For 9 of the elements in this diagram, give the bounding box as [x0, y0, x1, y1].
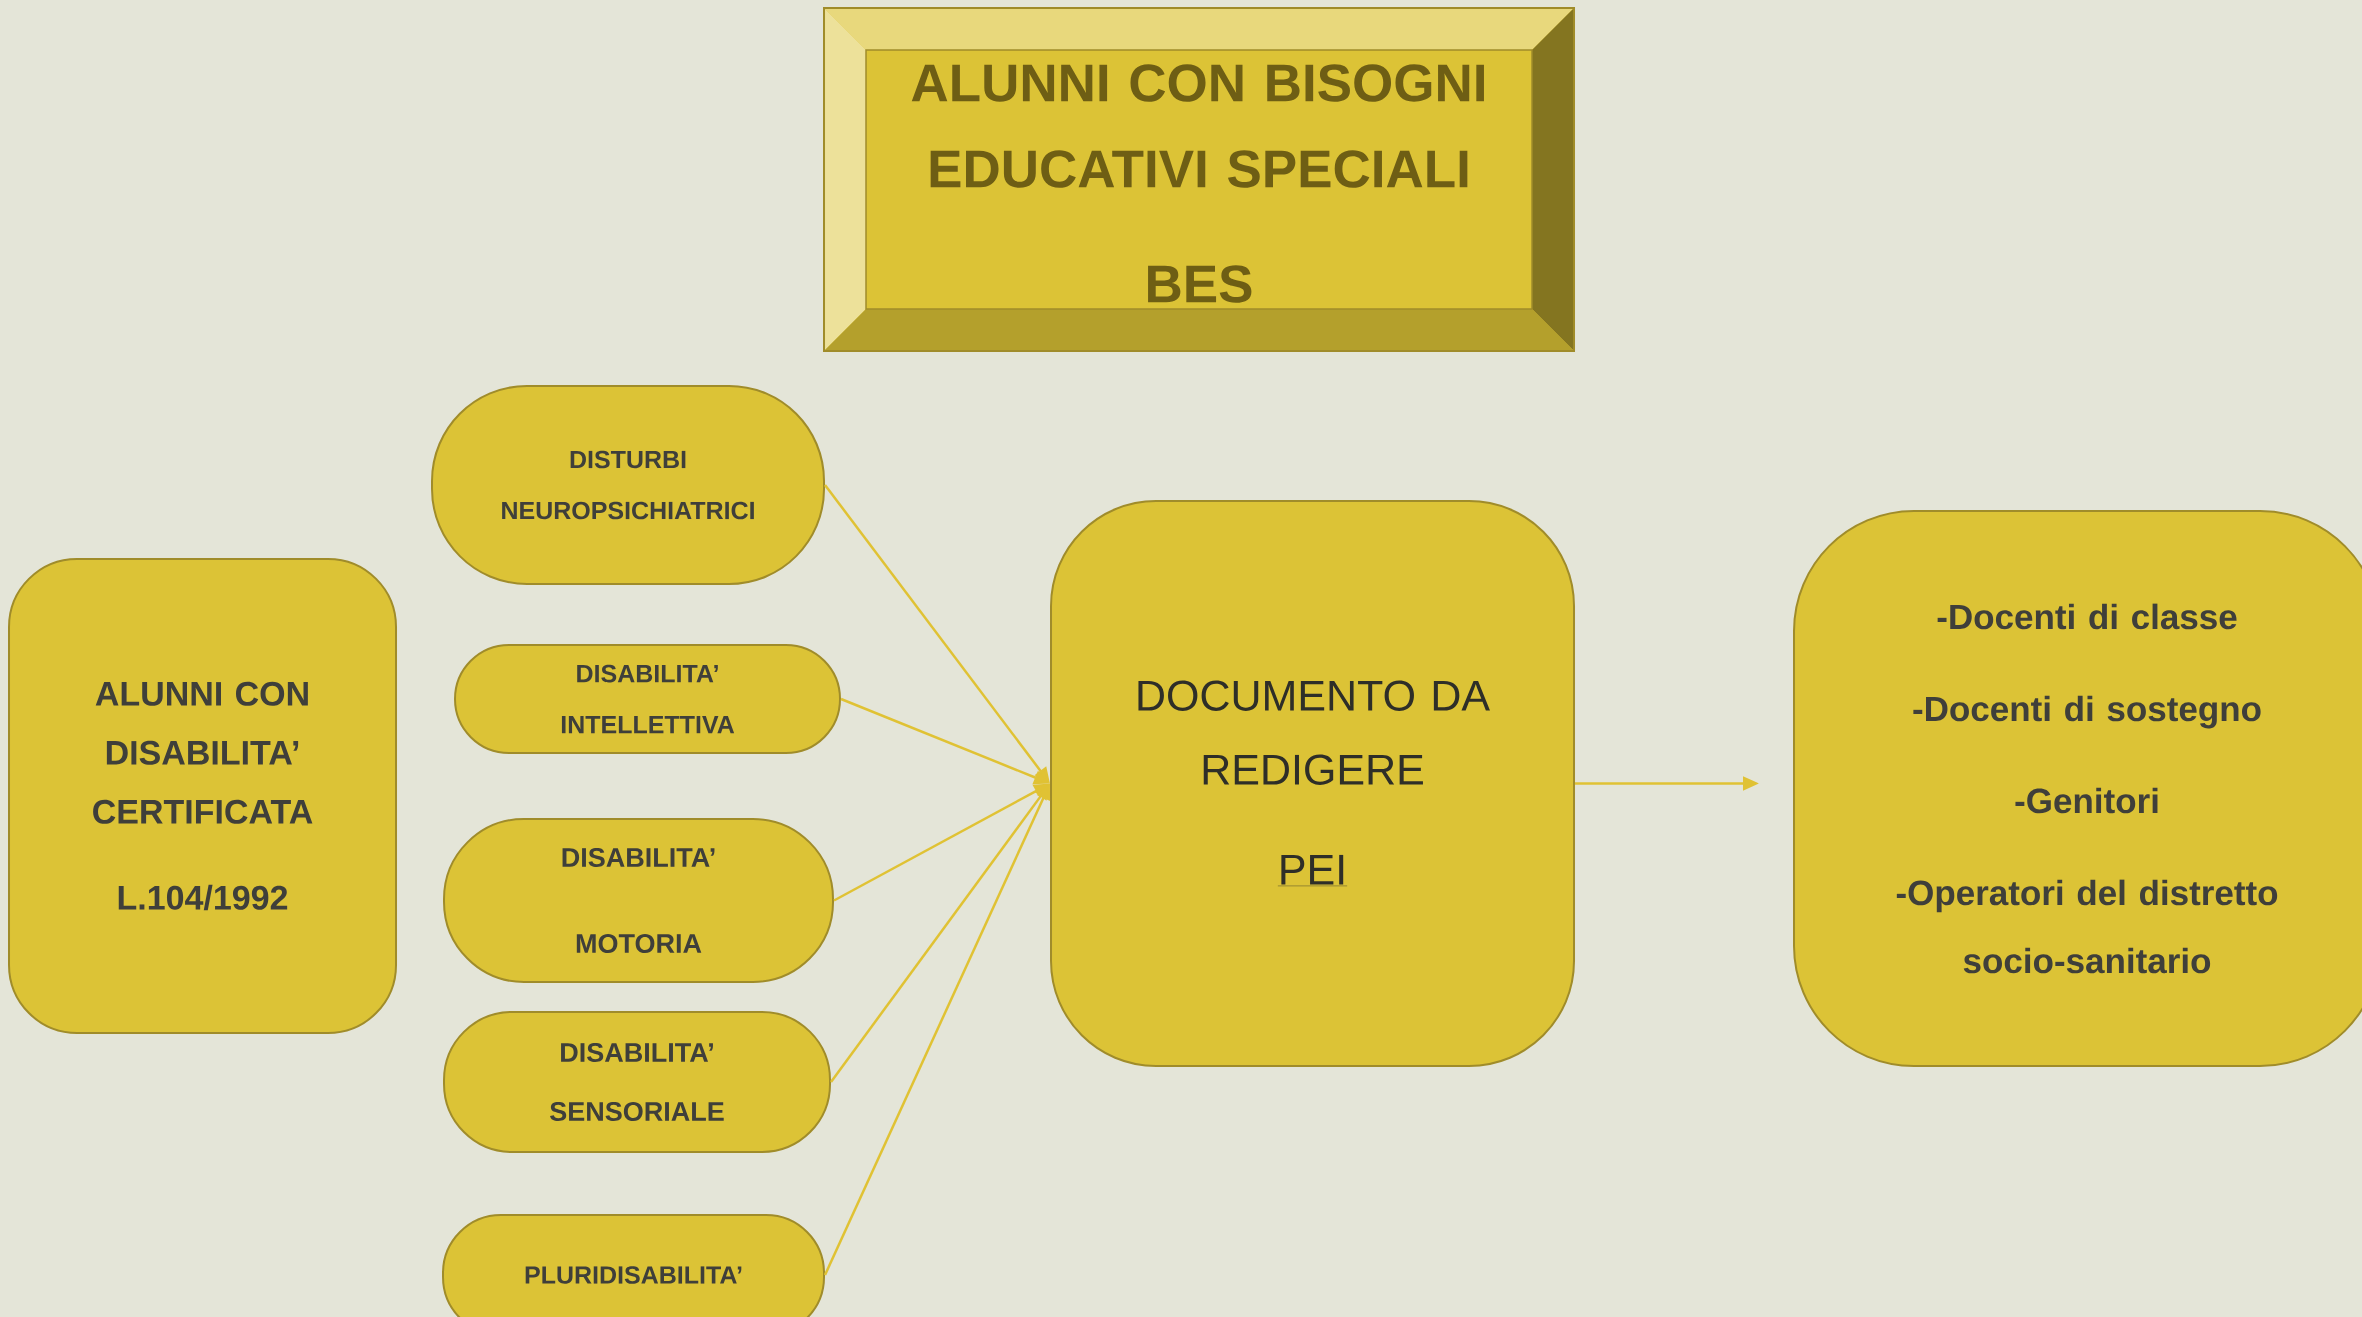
rounded-box: -Docenti di classe -Docenti di sostegno -Genitori -Operatori del distretto socio-sanitario: [1793, 510, 2362, 1067]
rounded-box: DISABILITA’ INTELLETTIVA: [454, 644, 841, 754]
rounded-box: DISABILITA’ SENSORIALE: [443, 1011, 831, 1153]
rounded-box: DISTURBI NEUROPSICHIATRICI: [431, 385, 825, 585]
rounded-box: DISABILITA’ MOTORIA: [443, 818, 834, 983]
beveled-title-box: ALUNNI CON BISOGNI EDUCATIVI SPECIALI BES: [823, 7, 1575, 352]
rounded-box: DOCUMENTO DA REDIGERE PEI: [1050, 500, 1575, 1067]
rounded-box: ALUNNI CON DISABILITA’ CERTIFICATA L.104/1992: [8, 558, 397, 1034]
rounded-box: PLURIDISABILITA’: [442, 1214, 825, 1317]
